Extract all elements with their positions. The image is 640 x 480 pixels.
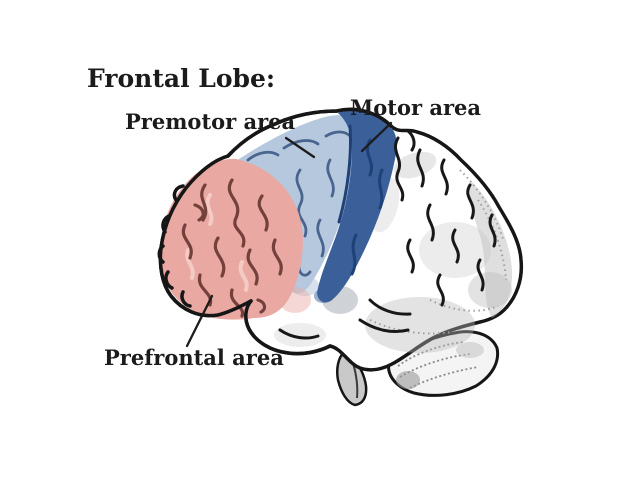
cortex-gyri [278,129,497,340]
premotor-pointer-line [284,136,316,159]
premotor-area-label: Premotor area [125,109,296,134]
prefrontal-region [160,158,311,320]
diagram-title: Frontal Lobe: [87,64,276,93]
prefrontal-pointer-line [185,294,214,348]
motor-pointer-line [360,121,393,153]
pointer-lines [185,121,393,348]
motor-area-label: Motor area [350,95,481,120]
cortex-stipple [369,169,507,335]
prefrontal-area-label: Prefrontal area [104,345,284,370]
outline-overlay [157,107,393,356]
motor-region [314,110,397,303]
